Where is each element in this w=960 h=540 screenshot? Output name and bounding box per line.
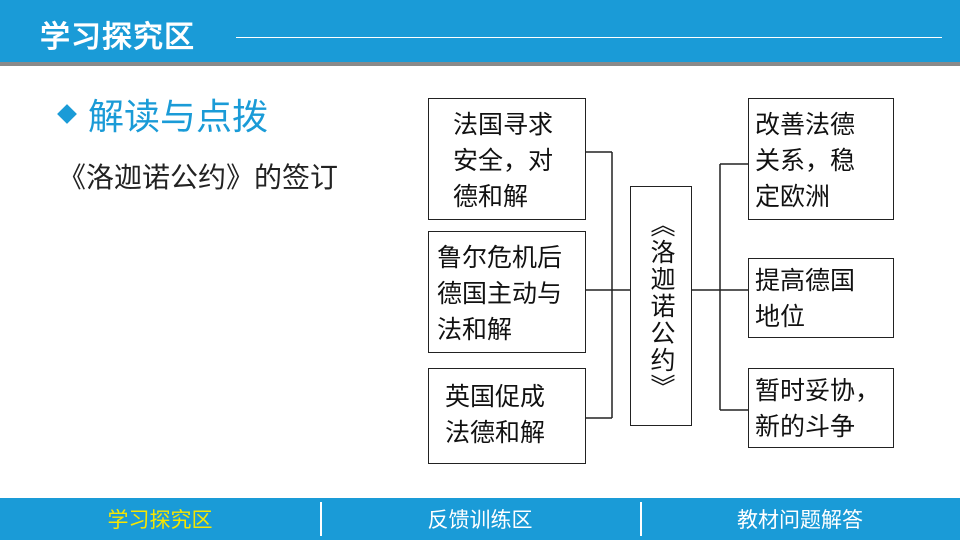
cause-line: 法德和解 xyxy=(445,418,546,447)
treaty-name: 《洛迦诺公约》 xyxy=(647,211,676,401)
nav-tab-feedback-training[interactable]: 反馈训练区 xyxy=(320,498,640,540)
cause-line: 德国主动与 xyxy=(437,279,563,308)
effect-line: 改善法德 xyxy=(755,110,856,139)
nav-tab-study-area[interactable]: 学习探究区 xyxy=(107,508,213,532)
header-divider-line xyxy=(236,37,942,38)
cause-line: 法和解 xyxy=(437,315,513,344)
effect-line: 地位 xyxy=(755,302,806,331)
cause-line: 德和解 xyxy=(453,182,529,211)
effect-box-relations: 改善法德 关系，稳 定欧洲 xyxy=(748,98,894,220)
cause-line: 英国促成 xyxy=(445,382,546,411)
effect-line: 新的斗争 xyxy=(755,412,856,441)
section-heading: 解读与点拨 xyxy=(56,90,268,138)
cause-box-france: 法国寻求 安全，对 德和解 xyxy=(428,98,586,220)
effect-line: 关系，稳 xyxy=(755,146,856,175)
cause-line: 安全，对 xyxy=(453,146,554,175)
effect-box-status: 提高德国 地位 xyxy=(748,258,894,338)
treaty-box: 《洛迦诺公约》 xyxy=(630,186,692,426)
effect-line: 定欧洲 xyxy=(755,182,831,211)
cause-box-britain: 英国促成 法德和解 xyxy=(428,368,586,464)
cause-line: 鲁尔危机后 xyxy=(437,243,563,272)
effect-line: 提高德国 xyxy=(755,266,856,295)
effect-line: 暂时妥协， xyxy=(755,376,881,405)
nav-tab-textbook-answers[interactable]: 教材问题解答 xyxy=(640,498,960,540)
effect-box-compromise: 暂时妥协， 新的斗争 xyxy=(748,368,894,448)
cause-line: 法国寻求 xyxy=(453,110,554,139)
cause-box-germany: 鲁尔危机后 德国主动与 法和解 xyxy=(428,231,586,353)
header-bar: 学习探究区 xyxy=(0,0,960,66)
section-subtitle: 《洛迦诺公约》的签订 xyxy=(58,161,339,194)
section-title: 解读与点拨 xyxy=(88,97,269,138)
header-title: 学习探究区 xyxy=(40,20,195,55)
footer-nav: 学习探究区 反馈训练区 教材问题解答 xyxy=(0,498,960,540)
